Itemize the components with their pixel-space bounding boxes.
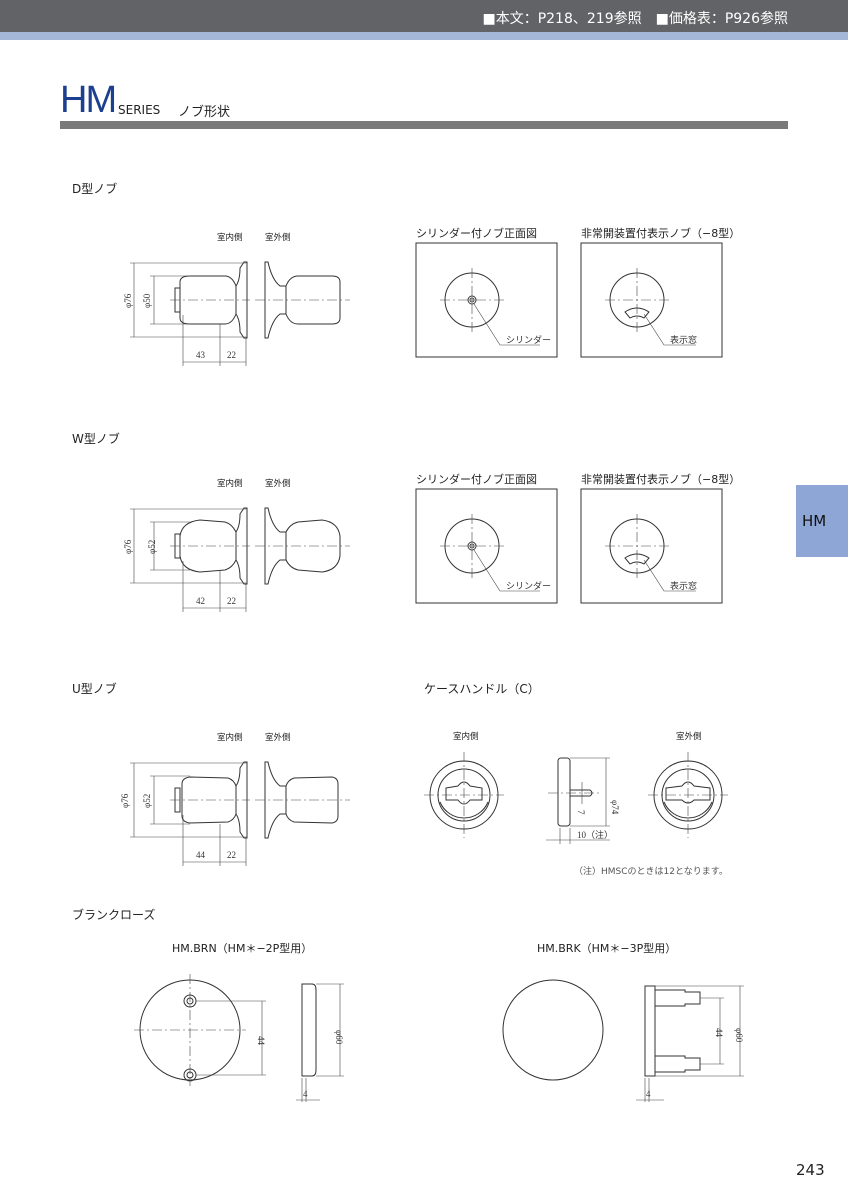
knob-length: 44 bbox=[196, 850, 206, 860]
w-front-views: シリンダー付ノブ正面図 非常開装置付表示ノブ（−8型） シリンダー 表示窓 bbox=[415, 472, 740, 604]
emergency-knob-caption: 非常開装置付表示ノブ（−8型） bbox=[581, 472, 740, 486]
indoor-label: 室内側 bbox=[217, 732, 243, 743]
outdoor-label: 室外側 bbox=[265, 732, 291, 743]
outer-diameter: φ76 bbox=[120, 793, 130, 808]
u-knob-side-view: 室内側 室外側 φ76 φ52 44 22 bbox=[120, 732, 350, 866]
pin-size: 7 bbox=[576, 810, 586, 815]
w-knob-side-view: 室内側 室外側 φ76 φ52 42 22 bbox=[123, 478, 350, 612]
indoor-label: 室内側 bbox=[217, 232, 243, 243]
rose-depth: 22 bbox=[227, 350, 236, 360]
page-title: ノブ形状 bbox=[178, 105, 231, 120]
indoor-handle-front bbox=[424, 752, 504, 838]
outer-diameter: φ76 bbox=[123, 293, 133, 308]
indoor-label: 室内側 bbox=[217, 478, 243, 489]
hole-pitch: 44 bbox=[256, 1036, 266, 1046]
rose-diameter: φ60 bbox=[734, 1028, 744, 1043]
section-title-d: D型ノブ bbox=[72, 182, 118, 196]
page-number: 243 bbox=[796, 1161, 825, 1179]
section-title-blank-rose: ブランクローズ bbox=[72, 908, 156, 922]
outer-knob bbox=[285, 776, 339, 824]
section-title-case-handle: ケースハンドル（C） bbox=[424, 682, 540, 696]
cylinder-front-caption: シリンダー付ノブ正面図 bbox=[416, 226, 537, 240]
outdoor-handle-front bbox=[648, 752, 728, 838]
cylinder-callout: シリンダー bbox=[506, 580, 551, 591]
rose-depth: 22 bbox=[227, 596, 236, 606]
rose-diameter: φ60 bbox=[334, 1030, 344, 1045]
outdoor-label: 室外側 bbox=[265, 478, 291, 489]
cylinder-front-caption: シリンダー付ノブ正面図 bbox=[416, 472, 537, 486]
emergency-knob-caption: 非常開装置付表示ノブ（−8型） bbox=[581, 226, 740, 240]
brn-caption: HM.BRN（HM＊−2P型用） bbox=[172, 942, 313, 955]
rose-depth: 22 bbox=[227, 850, 236, 860]
outdoor-label: 室外側 bbox=[265, 232, 291, 243]
page-references: ■本文：P218、219参照 ■価格表：P926参照 bbox=[482, 11, 788, 27]
section-title-w: W型ノブ bbox=[72, 432, 120, 446]
knob-diameter: φ52 bbox=[147, 540, 157, 554]
outdoor-label: 室外側 bbox=[676, 731, 702, 742]
cylinder-callout: シリンダー bbox=[506, 334, 551, 345]
knob-diameter: φ50 bbox=[142, 293, 152, 308]
handle-depth: 10（注） bbox=[577, 829, 613, 840]
series-word: SERIES bbox=[118, 103, 161, 117]
outer-diameter: φ76 bbox=[123, 539, 133, 554]
window-callout: 表示窓 bbox=[670, 580, 697, 591]
pin-pitch: 44 bbox=[714, 1028, 724, 1038]
brn-drawing: 44 φ60 4 bbox=[134, 974, 344, 1102]
outer-knob bbox=[285, 519, 341, 573]
side-index-tab[interactable] bbox=[796, 485, 848, 557]
knob-length: 43 bbox=[196, 350, 206, 360]
case-handle-drawing: 室内側 室外側 φ74 7 10（注） bbox=[424, 731, 728, 844]
brk-caption: HM.BRK（HM＊−3P型用） bbox=[537, 942, 677, 955]
case-handle-note: （注）HMSCのときは12となります。 bbox=[574, 867, 728, 877]
d-knob-side-view: 室内側 室外側 φ76 φ50 43 22 bbox=[123, 232, 350, 366]
handle-diameter: φ74 bbox=[610, 800, 620, 815]
indoor-label: 室内側 bbox=[453, 731, 479, 742]
window-callout: 表示窓 bbox=[670, 334, 697, 345]
header-bar bbox=[0, 0, 848, 32]
brk-drawing: 44 φ60 4 bbox=[502, 979, 744, 1102]
outer-knob bbox=[285, 275, 341, 325]
header-stripe bbox=[0, 32, 848, 40]
knob-length: 42 bbox=[196, 596, 205, 606]
d-front-views: シリンダー付ノブ正面図 非常開装置付表示ノブ（−8型） シリンダー 表示窓 bbox=[415, 226, 740, 358]
title-rule bbox=[60, 121, 788, 129]
series-mark: HM bbox=[60, 79, 117, 121]
rose-thickness: 4 bbox=[646, 1089, 651, 1099]
handle-side-view: φ74 7 10（注） bbox=[546, 757, 620, 844]
rose-thickness: 4 bbox=[303, 1089, 308, 1099]
knob-diameter: φ52 bbox=[142, 794, 152, 808]
section-title-u: U型ノブ bbox=[72, 682, 117, 696]
side-index-tab-label: HM bbox=[802, 512, 827, 530]
